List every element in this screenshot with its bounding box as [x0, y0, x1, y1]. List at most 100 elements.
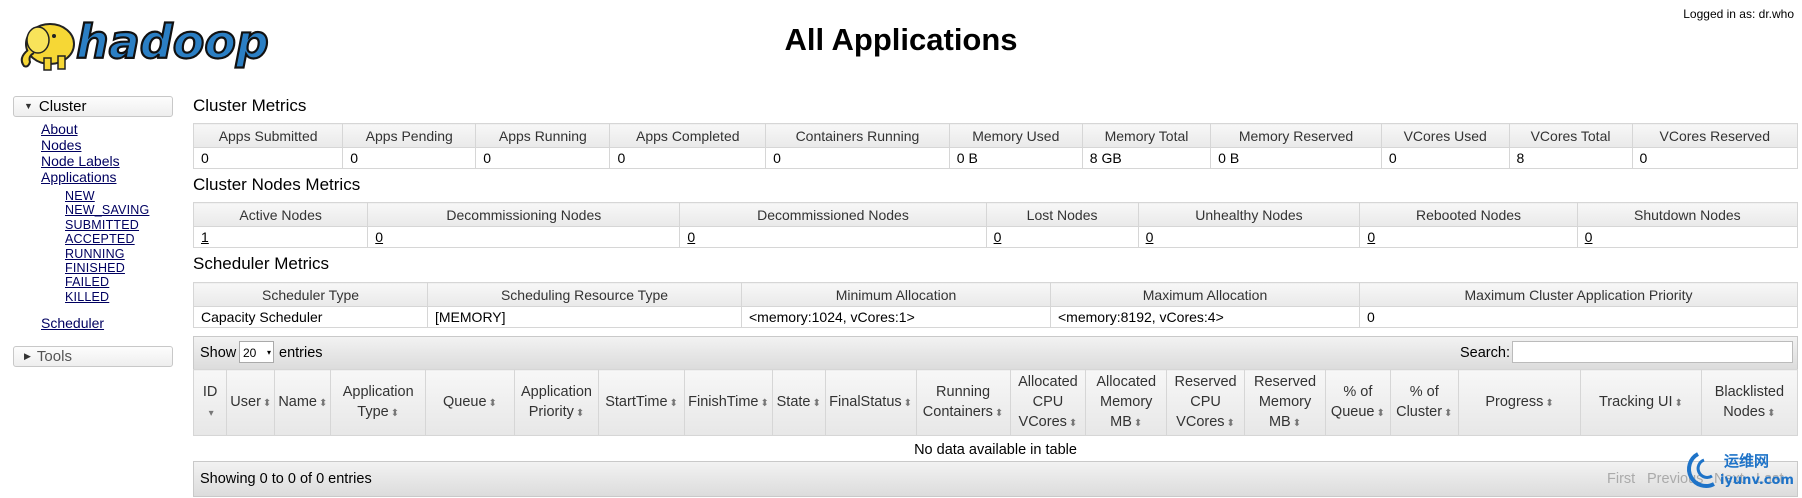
nav-applications[interactable]: Applications [41, 169, 117, 185]
search-input[interactable] [1512, 341, 1793, 363]
link-shutdown-nodes[interactable]: 0 [1576, 226, 1799, 248]
col-header-label: Containers [922, 403, 993, 420]
col-header[interactable]: Tracking UI⬍ [1580, 369, 1702, 436]
col-header-label: Running [936, 383, 991, 400]
col-vcores-total: VCores Total [1508, 123, 1633, 148]
col-header[interactable]: FinishTime⬍ [684, 369, 773, 436]
col-apps-running: Apps Running [475, 123, 611, 148]
cell-maximum-allocation: <memory:8192, vCores:4> [1050, 306, 1360, 328]
sort-both-icon: ⬍ [1444, 407, 1453, 419]
col-decommissioning-nodes: Decommissioning Nodes [367, 202, 681, 227]
empty-message: No data available in table [193, 435, 1798, 465]
sort-both-icon: ⬍ [1292, 417, 1302, 429]
sort-both-icon: ⬍ [1133, 417, 1143, 429]
logged-in-label: Logged in as: dr.who [1683, 7, 1794, 21]
nav-state-finished[interactable]: FINISHED [65, 261, 125, 275]
nav-state-accepted[interactable]: ACCEPTED [65, 232, 135, 246]
table-row: Capacity Scheduler [MEMORY] <memory:1024… [193, 306, 1798, 328]
table-row: 1 0 0 0 0 0 0 [192, 226, 1799, 248]
nodes-metrics-table: Active Nodes Decommissioning Nodes Decom… [192, 202, 1799, 248]
link-active-nodes[interactable]: 1 [192, 226, 369, 248]
col-header-label: % of [1343, 383, 1373, 400]
cluster-section-toggle[interactable]: ▼Cluster [13, 96, 173, 117]
col-header-label: Nodes [1723, 403, 1766, 420]
col-memory-used: Memory Used [948, 123, 1083, 148]
nav-state-running[interactable]: RUNNING [65, 247, 125, 261]
chevron-down-icon: ▾ [266, 348, 271, 357]
nav-state-killed[interactable]: KILLED [65, 290, 110, 304]
pager-last[interactable]: Last [1756, 471, 1784, 487]
cell-containers-running: 0 [765, 147, 950, 169]
link-decommissioned-nodes[interactable]: 0 [679, 226, 987, 248]
col-header-label: FinalStatus [829, 393, 902, 410]
cell-apps-completed: 0 [609, 147, 767, 169]
col-header-label: Reserved [1254, 373, 1317, 390]
nav-state-new[interactable]: NEW [65, 189, 95, 203]
link-decommissioning-nodes[interactable]: 0 [367, 226, 681, 248]
col-header[interactable]: User⬍ [226, 369, 276, 436]
col-header-label: Cluster [1396, 403, 1443, 420]
link-unhealthy-nodes[interactable]: 0 [1137, 226, 1361, 248]
datatable-toolbar: Show 20▾ entries Search: [193, 336, 1798, 370]
search-label: Search: [1460, 345, 1510, 361]
sort-both-icon: ⬍ [262, 397, 272, 409]
col-vcores-used: VCores Used [1380, 123, 1510, 148]
cell-vcores-used: 0 [1380, 147, 1510, 169]
col-header[interactable]: FinalStatus⬍ [824, 369, 917, 436]
col-header[interactable]: StartTime⬍ [598, 369, 686, 436]
page-length-select[interactable]: 20▾ [239, 341, 274, 363]
nav-state-submitted[interactable]: SUBMITTED [65, 218, 140, 232]
nav-nodes[interactable]: Nodes [41, 137, 82, 153]
tools-label: Tools [36, 348, 72, 365]
col-apps-completed: Apps Completed [609, 123, 767, 148]
col-header-label: Progress [1485, 393, 1544, 410]
entries-label: entries [279, 345, 323, 361]
nav-state-new-saving[interactable]: NEW_SAVING [65, 203, 150, 217]
cell-scheduling-resource-type: [MEMORY] [427, 306, 742, 328]
col-header-label: MB [1268, 413, 1291, 430]
sort-both-icon: ⬍ [488, 397, 497, 409]
datatable-footer: Showing 0 to 0 of 0 entries First Previo… [193, 461, 1798, 497]
col-header[interactable]: State⬍ [771, 369, 826, 436]
triangle-right-icon: ▶ [24, 351, 31, 361]
col-header-label: MB [1110, 413, 1132, 430]
cell-memory-total: 8 GB [1081, 147, 1212, 169]
nav-about[interactable]: About [41, 121, 78, 137]
sort-both-icon: ⬍ [1545, 397, 1554, 409]
cell-memory-reserved: 0 B [1210, 147, 1382, 169]
col-unhealthy-nodes: Unhealthy Nodes [1137, 202, 1361, 227]
link-lost-nodes[interactable]: 0 [985, 226, 1139, 248]
col-header[interactable]: Queue⬍ [424, 369, 515, 436]
pager-next[interactable]: Next [1714, 471, 1744, 487]
pager-first[interactable]: First [1607, 471, 1636, 487]
scheduler-metrics-table: Scheduler Type Scheduling Resource Type … [193, 282, 1798, 328]
nav-state-failed[interactable]: FAILED [65, 275, 110, 289]
col-header-label: Reserved [1174, 373, 1237, 390]
sort-both-icon: ⬍ [1376, 407, 1385, 419]
col-header[interactable]: Name⬍ [274, 369, 332, 436]
nav-node-labels[interactable]: Node Labels [41, 153, 120, 169]
link-rebooted-nodes[interactable]: 0 [1359, 226, 1578, 248]
table-info: Showing 0 to 0 of 0 entries [200, 471, 372, 487]
sort-both-icon: ⬍ [319, 397, 328, 409]
col-header[interactable]: Progress⬍ [1457, 369, 1582, 436]
nav-scheduler[interactable]: Scheduler [41, 315, 105, 331]
table-header-row: Active Nodes Decommissioning Nodes Decom… [192, 202, 1799, 227]
col-header[interactable]: ID▾ [192, 369, 228, 436]
col-shutdown-nodes: Shutdown Nodes [1576, 202, 1799, 227]
tools-section-toggle[interactable]: ▶ Tools [13, 346, 173, 367]
col-scheduling-resource-type: Scheduling Resource Type [427, 282, 742, 307]
sort-both-icon: ⬍ [1674, 397, 1683, 409]
col-header-label: FinishTime [688, 393, 759, 410]
cluster-metrics-title: Cluster Metrics [193, 96, 307, 115]
